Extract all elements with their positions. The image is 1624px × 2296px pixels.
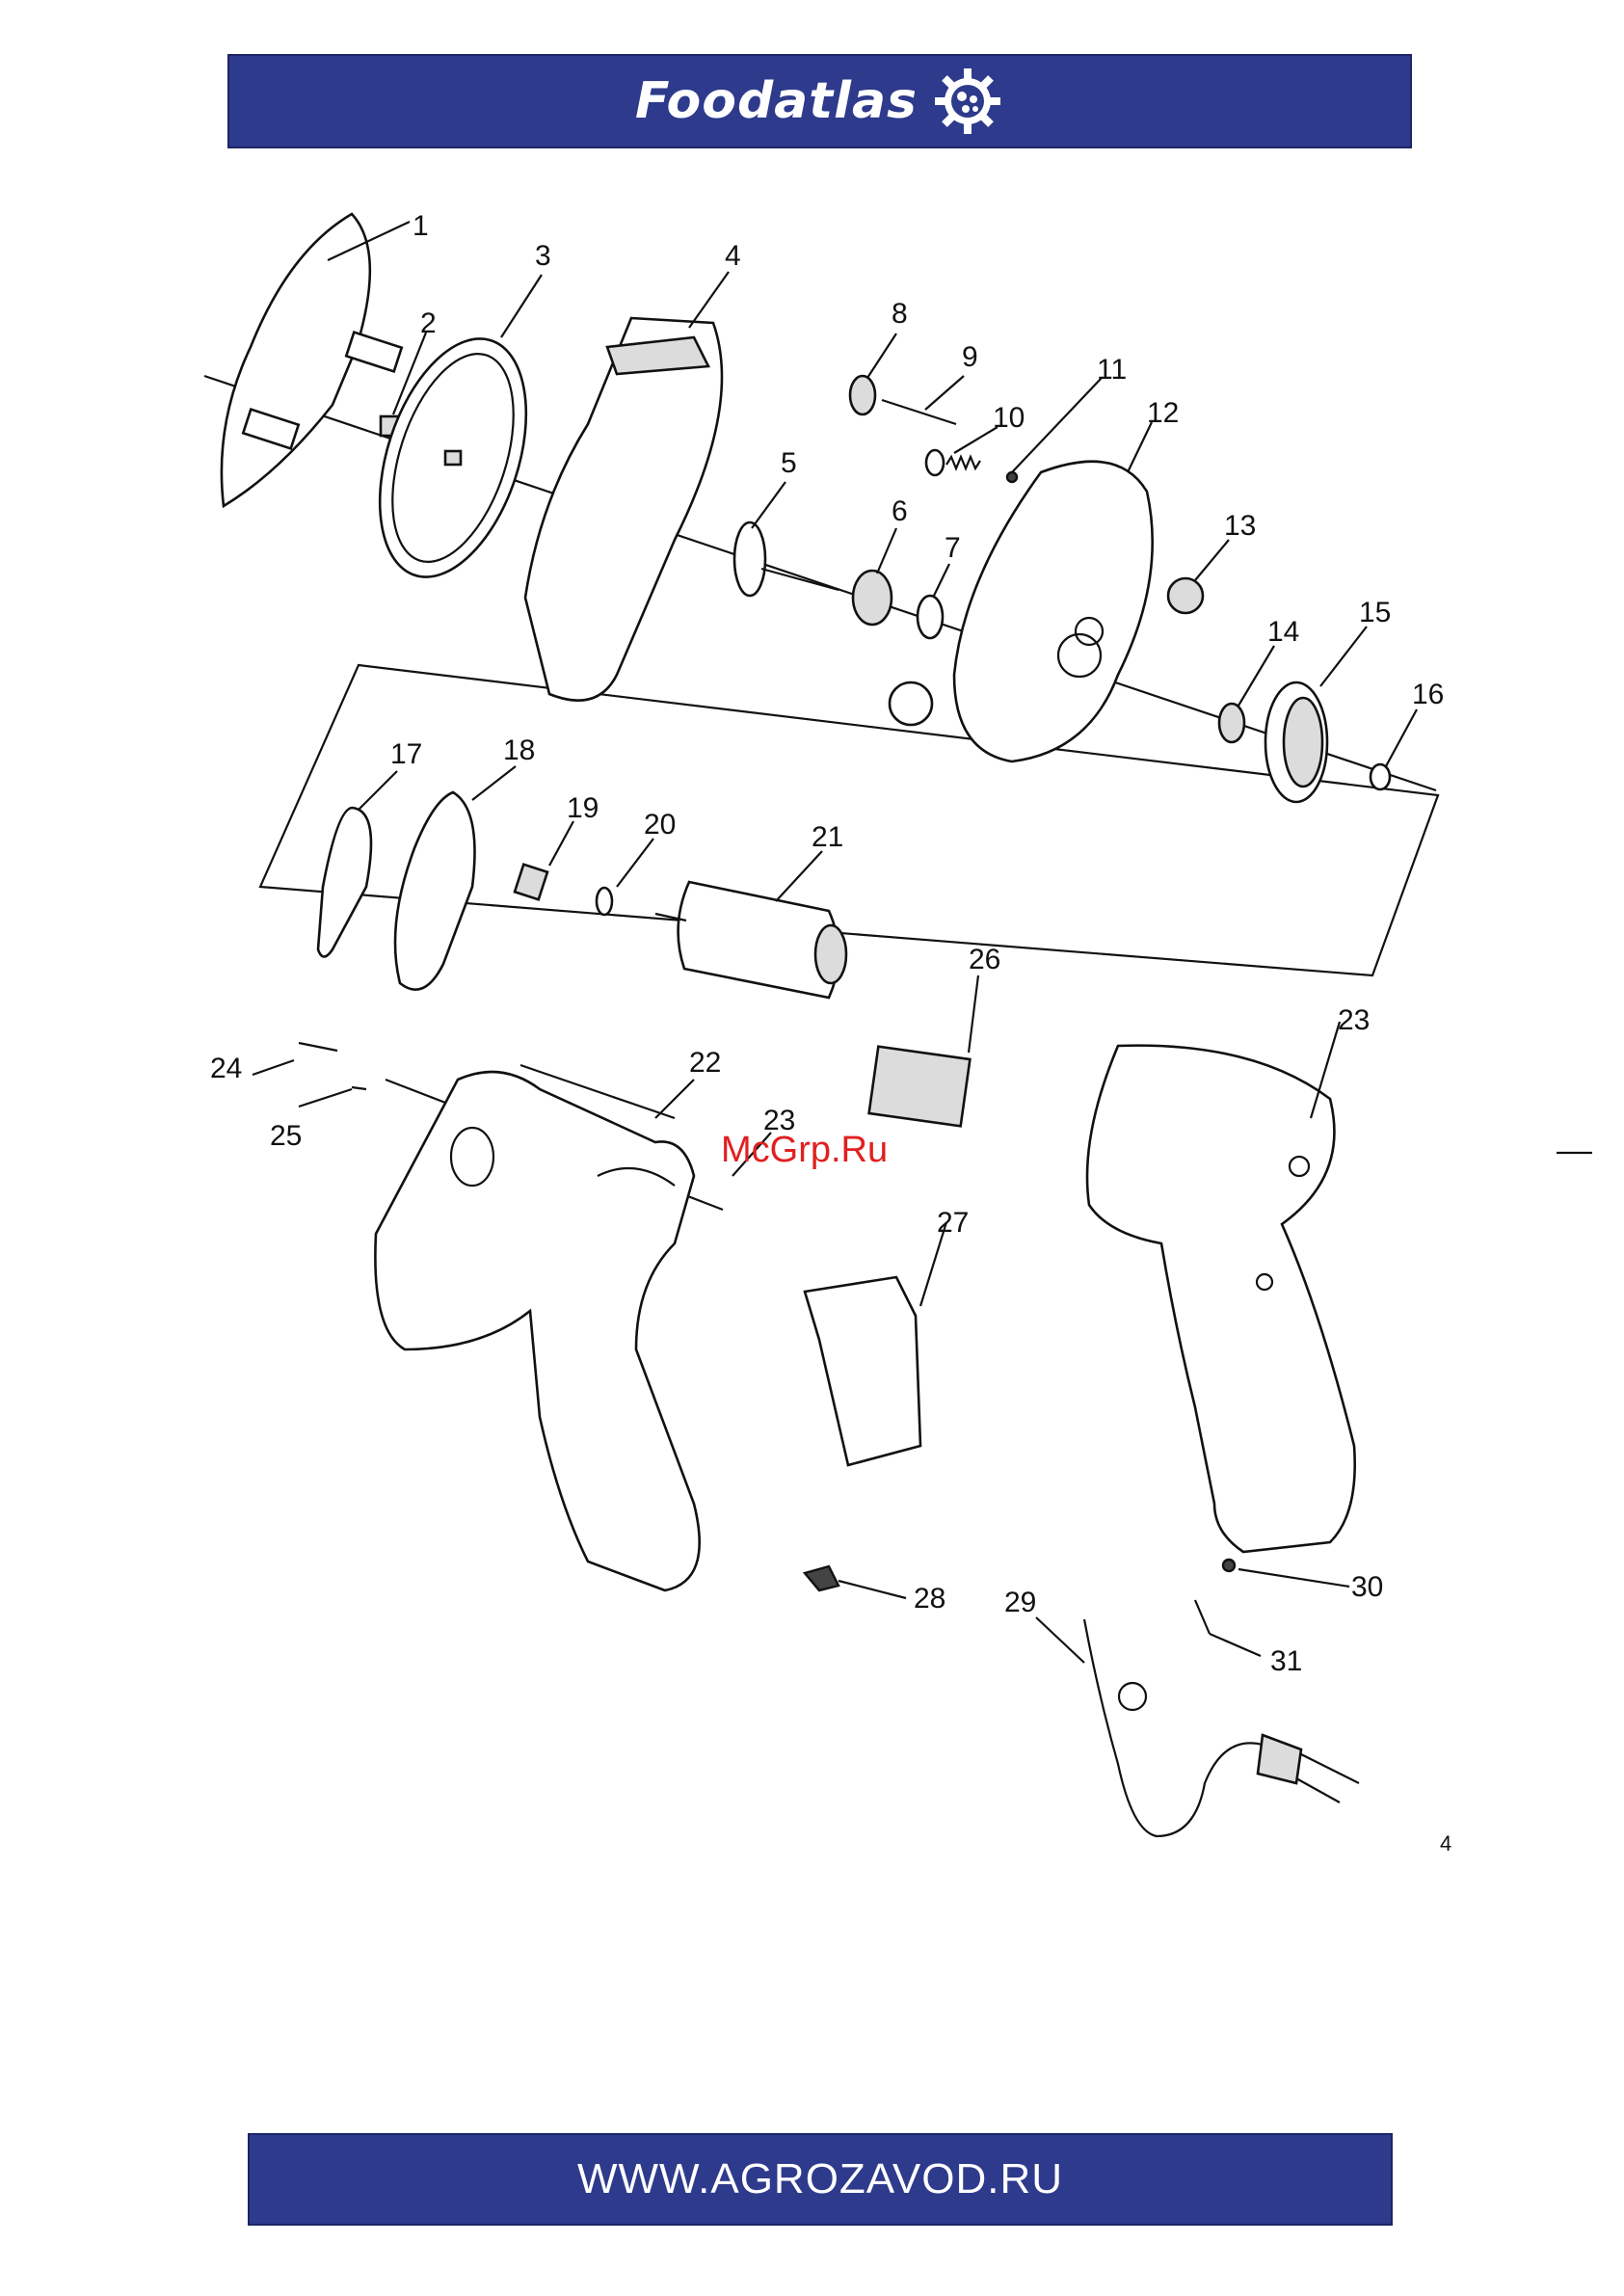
part-gear-housing bbox=[954, 462, 1153, 761]
part-label: 1 bbox=[413, 210, 429, 242]
part-label: 2 bbox=[420, 307, 437, 339]
part-label: 19 bbox=[567, 792, 599, 824]
part-handle-right bbox=[1087, 1046, 1355, 1552]
part-label: 16 bbox=[1412, 679, 1444, 710]
part-label: 24 bbox=[210, 1053, 242, 1084]
part-bearing bbox=[853, 571, 892, 625]
part-gasket bbox=[395, 792, 475, 990]
part-label: 7 bbox=[945, 532, 961, 564]
part-label: 23 bbox=[1338, 1004, 1370, 1036]
part-short-screw bbox=[352, 1087, 366, 1089]
part-pinion bbox=[515, 865, 547, 900]
part-pin bbox=[882, 400, 956, 424]
part-label: 12 bbox=[1147, 397, 1179, 429]
website-url[interactable]: WWW.AGROZAVOD.RU bbox=[577, 2155, 1063, 2203]
part-label: 25 bbox=[270, 1120, 302, 1152]
part-power-cord bbox=[1084, 1619, 1263, 1836]
part-label: 9 bbox=[962, 341, 978, 373]
part-small-washer bbox=[850, 376, 875, 414]
part-label: 31 bbox=[1270, 1645, 1302, 1677]
part-label: 30 bbox=[1351, 1571, 1383, 1603]
assembly-axis-line bbox=[204, 376, 1436, 790]
part-label: 17 bbox=[390, 738, 422, 770]
part-label: 26 bbox=[969, 944, 1000, 975]
part-long-screw bbox=[299, 1043, 337, 1051]
part-label: 5 bbox=[781, 447, 797, 479]
part-bushing bbox=[1219, 704, 1244, 742]
part-label: 14 bbox=[1267, 616, 1299, 648]
part-label: 11 bbox=[1097, 354, 1127, 386]
part-button bbox=[890, 682, 932, 725]
part-label: 20 bbox=[644, 809, 676, 841]
part-washer bbox=[918, 596, 943, 638]
part-label: 8 bbox=[892, 298, 908, 330]
part-label: 4 bbox=[725, 240, 741, 272]
part-circuit-board bbox=[805, 1277, 920, 1465]
page-number: 4 bbox=[1440, 1831, 1451, 1855]
part-plug bbox=[1258, 1735, 1301, 1783]
part-label: 27 bbox=[937, 1207, 969, 1239]
part-label: 13 bbox=[1224, 510, 1256, 542]
part-label: 21 bbox=[812, 821, 843, 853]
part-label: 3 bbox=[535, 240, 551, 272]
part-label: 10 bbox=[993, 402, 1025, 434]
part-ball bbox=[1007, 472, 1017, 482]
part-handle-washer bbox=[1223, 1560, 1235, 1571]
part-blade-guard bbox=[222, 214, 370, 506]
part-handle-screw bbox=[1195, 1600, 1210, 1634]
part-label: 29 bbox=[1004, 1587, 1036, 1618]
part-motor bbox=[679, 882, 839, 998]
part-spring bbox=[946, 457, 980, 468]
part-label: 28 bbox=[914, 1583, 945, 1615]
part-retaining-ring bbox=[1371, 764, 1390, 789]
part-cover-ring bbox=[525, 318, 722, 701]
part-knob bbox=[1168, 578, 1203, 613]
watermark: McGrp.Ru bbox=[721, 1130, 888, 1170]
part-switch bbox=[869, 1047, 971, 1127]
part-label: 15 bbox=[1359, 597, 1391, 628]
part-handle-left bbox=[375, 1072, 699, 1590]
part-label: 6 bbox=[892, 495, 908, 527]
part-label: 18 bbox=[503, 734, 535, 766]
part-cord-clip bbox=[805, 1566, 839, 1590]
part-shaft-flange bbox=[734, 522, 765, 596]
footer-banner: WWW.AGROZAVOD.RU bbox=[248, 2133, 1393, 2226]
part-spring-cap bbox=[926, 450, 944, 475]
part-label: 22 bbox=[689, 1047, 721, 1079]
part-belt bbox=[318, 808, 371, 957]
part-motor-washer bbox=[597, 888, 612, 915]
